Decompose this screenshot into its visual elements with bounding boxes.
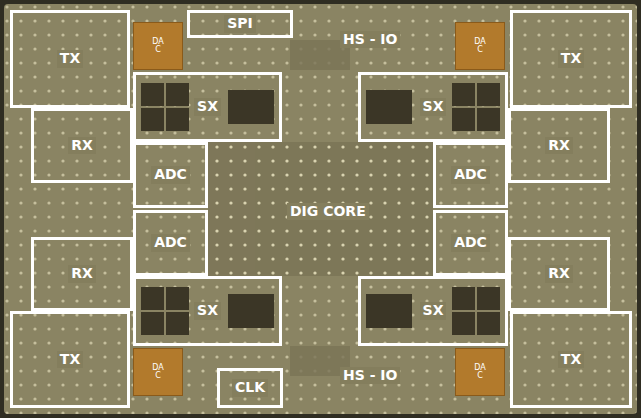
block-label: TX — [558, 50, 584, 67]
tx-block: TX — [10, 10, 130, 108]
block-label: SX — [420, 302, 447, 319]
adc-block: ADC — [433, 210, 508, 276]
core-label: DIG CORE — [287, 203, 369, 220]
dac-block: DA C — [455, 22, 505, 70]
rx-block: RX — [31, 108, 133, 183]
tx-block: TX — [10, 311, 130, 408]
block-label: SX — [420, 98, 447, 115]
sx-block: SX — [133, 276, 282, 346]
block-label: ADC — [151, 234, 190, 251]
block-label: SX — [194, 98, 221, 115]
io-label: HS - IO — [340, 367, 400, 384]
dac-block: DA C — [455, 348, 505, 396]
io-label: HS - IO — [340, 31, 400, 48]
block-label: RX — [545, 265, 573, 282]
block-label: RX — [545, 137, 573, 154]
block-label: DA C — [471, 38, 489, 54]
block-label: RX — [68, 137, 96, 154]
block-label: ADC — [151, 166, 190, 183]
sx-block: SX — [358, 72, 508, 142]
sx-block: SX — [133, 72, 282, 142]
block-label: TX — [57, 351, 83, 368]
block-label: RX — [68, 265, 96, 282]
dac-block: DA C — [133, 22, 183, 70]
block-label: ADC — [451, 234, 490, 251]
adc-block: ADC — [133, 142, 208, 208]
block-label: SPI — [224, 15, 256, 32]
block-label: DA C — [149, 38, 167, 54]
sx-block: SX — [358, 276, 508, 346]
block-label: ADC — [451, 166, 490, 183]
block-label: TX — [558, 351, 584, 368]
block-label: SX — [194, 302, 221, 319]
block-label: CLK — [232, 379, 268, 396]
block-label: TX — [57, 50, 83, 67]
block-label: DA C — [149, 364, 167, 380]
rx-block: RX — [508, 237, 610, 311]
tx-block: TX — [510, 10, 632, 108]
block-label: DA C — [471, 364, 489, 380]
adc-block: ADC — [433, 142, 508, 208]
spi-block: SPI — [187, 10, 293, 38]
dac-block: DA C — [133, 348, 183, 396]
rx-block: RX — [508, 108, 610, 183]
adc-block: ADC — [133, 210, 208, 276]
clk-block: CLK — [217, 368, 283, 408]
tx-block: TX — [510, 311, 632, 408]
rx-block: RX — [31, 237, 133, 311]
